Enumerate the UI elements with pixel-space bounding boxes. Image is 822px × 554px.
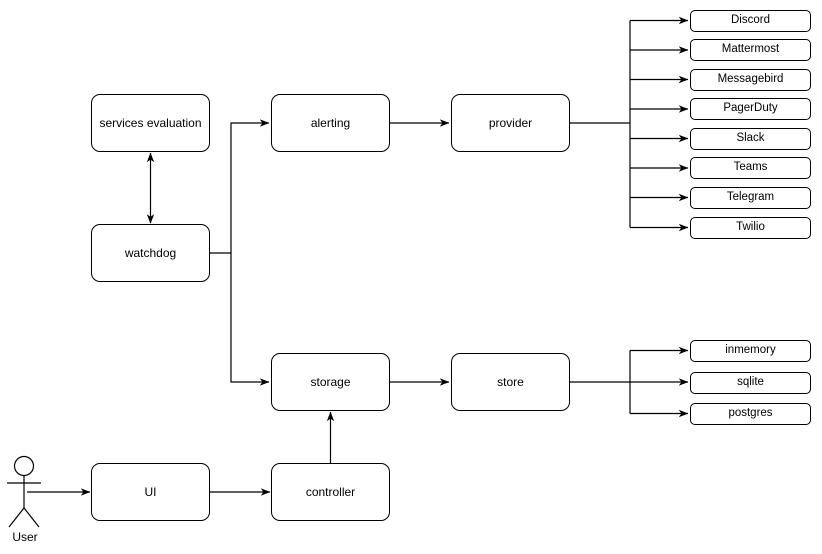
- node-provider[interactable]: provider: [451, 94, 570, 152]
- node-provider-messagebird[interactable]: Messagebird: [690, 69, 811, 91]
- node-services-evaluation[interactable]: services evaluation: [91, 94, 210, 152]
- node-provider-telegram[interactable]: Telegram: [690, 187, 811, 209]
- node-provider-mattermost[interactable]: Mattermost: [690, 39, 811, 61]
- node-provider-pagerduty[interactable]: PagerDuty: [690, 98, 811, 120]
- node-storage[interactable]: storage: [271, 353, 390, 411]
- node-controller[interactable]: controller: [271, 463, 390, 521]
- node-label: postgres: [728, 407, 773, 420]
- node-label: UI: [144, 484, 157, 499]
- node-label: sqlite: [737, 376, 764, 389]
- node-label: Telegram: [726, 191, 775, 204]
- node-store-postgres[interactable]: postgres: [690, 403, 811, 425]
- node-label: watchdog: [124, 245, 177, 260]
- node-label: Discord: [731, 14, 770, 27]
- edge-watchdog-branch-down: [230, 253, 270, 386]
- node-label: Twilio: [736, 221, 765, 234]
- node-label: Slack: [736, 132, 765, 145]
- node-label: Teams: [733, 161, 768, 174]
- stick-figure-icon: [7, 455, 41, 528]
- node-label: provider: [488, 115, 533, 130]
- node-label: Messagebird: [717, 73, 784, 86]
- node-provider-slack[interactable]: Slack: [690, 128, 811, 150]
- edge-watchdog-branch-up: [230, 119, 270, 253]
- node-alerting[interactable]: alerting: [271, 94, 390, 152]
- node-ui[interactable]: UI: [91, 463, 210, 521]
- node-watchdog[interactable]: watchdog: [91, 224, 210, 282]
- node-label: PagerDuty: [723, 102, 778, 115]
- node-label: inmemory: [725, 344, 776, 357]
- node-store[interactable]: store: [451, 353, 570, 411]
- node-store-sqlite[interactable]: sqlite: [690, 372, 811, 394]
- user-actor-label: User: [12, 530, 38, 544]
- node-label: alerting: [310, 115, 351, 130]
- node-label: services evaluation: [99, 115, 202, 130]
- node-label: store: [497, 374, 524, 389]
- node-store-inmemory[interactable]: inmemory: [690, 340, 811, 362]
- node-provider-teams[interactable]: Teams: [690, 157, 811, 179]
- node-label: controller: [305, 484, 356, 499]
- node-provider-discord[interactable]: Discord: [690, 10, 811, 32]
- node-label: storage: [310, 374, 351, 389]
- node-provider-twilio[interactable]: Twilio: [690, 217, 811, 239]
- node-label: Mattermost: [721, 43, 780, 56]
